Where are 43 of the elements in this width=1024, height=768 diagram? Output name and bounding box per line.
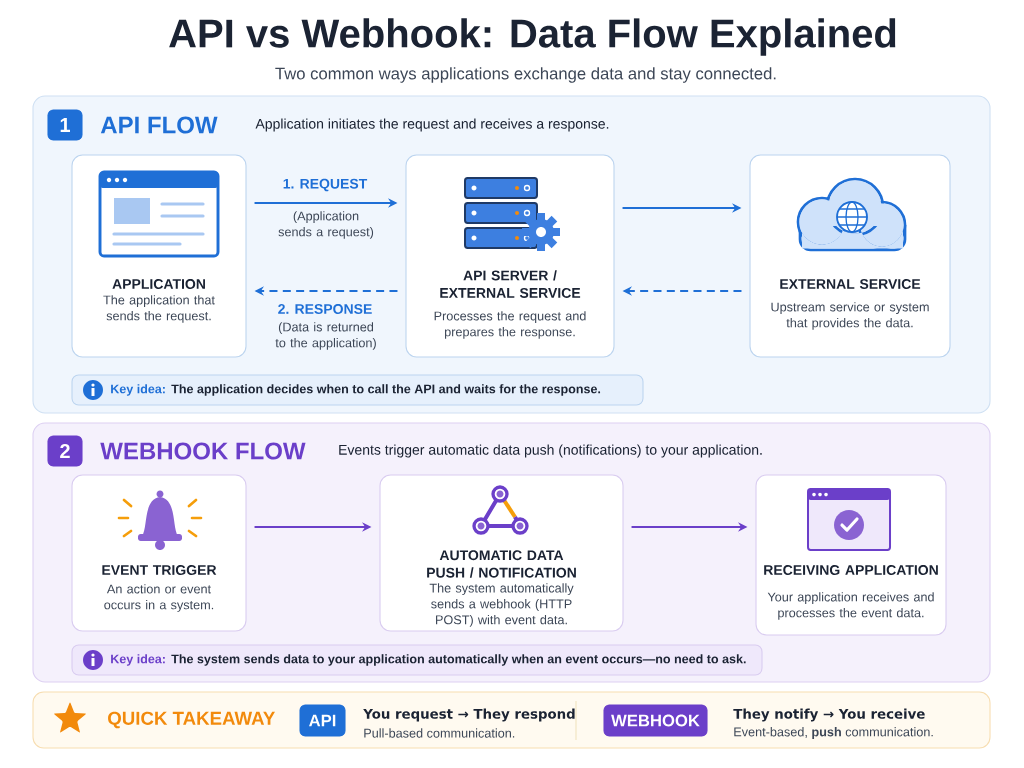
card — [71, 474, 247, 632]
card-description: Upstream service or system that provides the data. — [771, 302, 929, 330]
card-title: AUTOMATIC DATA PUSH / NOTIFICATION — [427, 550, 576, 578]
title: API vs Webhook: Data Flow Explained — [169, 18, 896, 56]
card — [749, 154, 951, 358]
key-idea-text: The system sends data to your application automatically when an event occurs—no need to ask. — [171, 654, 746, 666]
card-title: EXTERNAL SERVICE — [780, 279, 921, 289]
card-title: API SERVER / EXTERNAL SERVICE — [440, 270, 581, 298]
api-badge: API — [299, 704, 346, 737]
webhook-badge: WEBHOOK — [603, 704, 708, 737]
takeaway-heading: QUICK TAKEAWAY — [108, 711, 275, 729]
takeaway-note: Event-based, push communication. — [734, 727, 933, 739]
takeaway-panel — [32, 691, 991, 749]
edge-label: 1. REQUEST — [281, 177, 369, 193]
key-idea-text: The application decides when to call the API and waits for the response. — [171, 384, 601, 396]
takeaway-summary: You request → They respond — [363, 708, 575, 722]
key-idea-box — [71, 644, 763, 676]
section-heading: API FLOW — [100, 116, 218, 134]
card-description: Your application receives and processes the event data. — [767, 592, 934, 620]
key-idea-box — [71, 374, 644, 406]
section-description: Events trigger automatic data push (notifications) to your application. — [339, 444, 762, 458]
card-description: The application that sends the request. — [103, 295, 215, 323]
card-title: APPLICATION — [112, 279, 205, 289]
card-description: An action or event occurs in a system. — [104, 584, 214, 612]
key-idea-label: Key idea: — [111, 654, 165, 666]
section-heading: WEBHOOK FLOW — [100, 442, 306, 460]
takeaway-summary: They notify → You receive — [733, 708, 925, 722]
key-idea-label: Key idea: — [111, 384, 165, 396]
card-description: Processes the request and prepares the response. — [434, 311, 586, 339]
card — [379, 474, 624, 632]
edge-note: (Application sends a request) — [278, 211, 374, 239]
card-description: The system automatically sends a webhook (HTTP POST) with event data. — [429, 583, 574, 627]
card — [405, 154, 615, 358]
number-badge: 1 — [47, 109, 83, 141]
subtitle: Two common ways applications exchange data and stay connected. — [275, 67, 776, 83]
card — [755, 474, 947, 636]
card — [71, 154, 247, 358]
number-badge: 2 — [47, 435, 83, 467]
section-description: Application initiates the request and receives a response. — [255, 118, 609, 132]
edge-note: (Data is returned to the application) — [275, 322, 376, 350]
takeaway-note: Pull-based communication. — [364, 728, 515, 738]
card-title: RECEIVING APPLICATION — [764, 565, 938, 575]
card-title: EVENT TRIGGER — [102, 565, 217, 575]
